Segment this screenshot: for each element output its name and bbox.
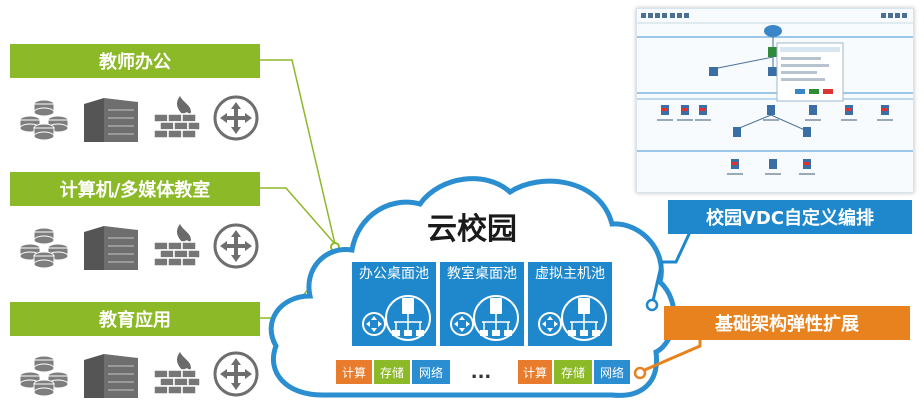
pool-virtual-host: 虚拟主机池 <box>528 262 612 346</box>
pool-label: 教室桌面池 <box>447 266 517 282</box>
category-banner-office: 教师办公 <box>10 44 260 78</box>
server-rack-icon <box>84 98 138 142</box>
vdc-topology-screenshot <box>636 8 914 193</box>
pool-office-desktop: 办公桌面池 <box>352 262 436 346</box>
connector-line-classroom <box>260 187 336 245</box>
callout-dot-elastic <box>633 366 647 380</box>
callout-elastic-scaling: 基础架构弹性扩展 <box>664 306 910 340</box>
chip-network: 网络 <box>412 360 450 384</box>
pool-network-icon <box>450 295 519 341</box>
callout-dot-vdc <box>645 298 659 312</box>
category-banner-classroom: 计算机/多媒体教室 <box>10 172 260 206</box>
callout-vdc-orchestration: 校园VDC自定义编排 <box>668 200 912 234</box>
database-stack-icon <box>19 227 69 269</box>
chip-network: 网络 <box>594 360 630 384</box>
callout-line-vdc <box>650 231 692 306</box>
category-banner-apps: 教育应用 <box>10 302 260 336</box>
resource-group-right: 计算 存储 网络 <box>518 360 630 384</box>
connector-line-office <box>260 59 336 245</box>
server-rack-icon <box>84 226 138 270</box>
chip-compute: 计算 <box>518 360 552 384</box>
router-icon <box>213 351 259 397</box>
database-stack-icon <box>19 99 69 141</box>
pool-classroom-desktop: 教室桌面池 <box>440 262 524 346</box>
resource-group-left: 计算 存储 网络 <box>336 360 450 384</box>
cloud-title: 云校园 <box>427 212 517 247</box>
pool-label: 虚拟主机池 <box>535 266 605 282</box>
chip-storage: 存储 <box>554 360 592 384</box>
router-icon <box>213 95 259 141</box>
firewall-icon <box>153 96 201 139</box>
pool-network-icon <box>538 295 607 341</box>
device-icon-row <box>16 350 266 398</box>
chip-storage: 存储 <box>374 360 410 384</box>
pool-label: 办公桌面池 <box>359 266 429 282</box>
chip-compute: 计算 <box>336 360 372 384</box>
device-icon-row <box>16 94 266 142</box>
pool-network-icon <box>362 295 431 341</box>
ellipsis: ... <box>470 362 492 383</box>
server-rack-icon <box>84 354 138 398</box>
router-icon <box>213 223 259 269</box>
device-icon-row <box>16 222 266 270</box>
topology-diagram <box>637 13 913 175</box>
database-stack-icon <box>19 355 69 397</box>
firewall-icon <box>153 352 201 395</box>
firewall-icon <box>153 224 201 267</box>
